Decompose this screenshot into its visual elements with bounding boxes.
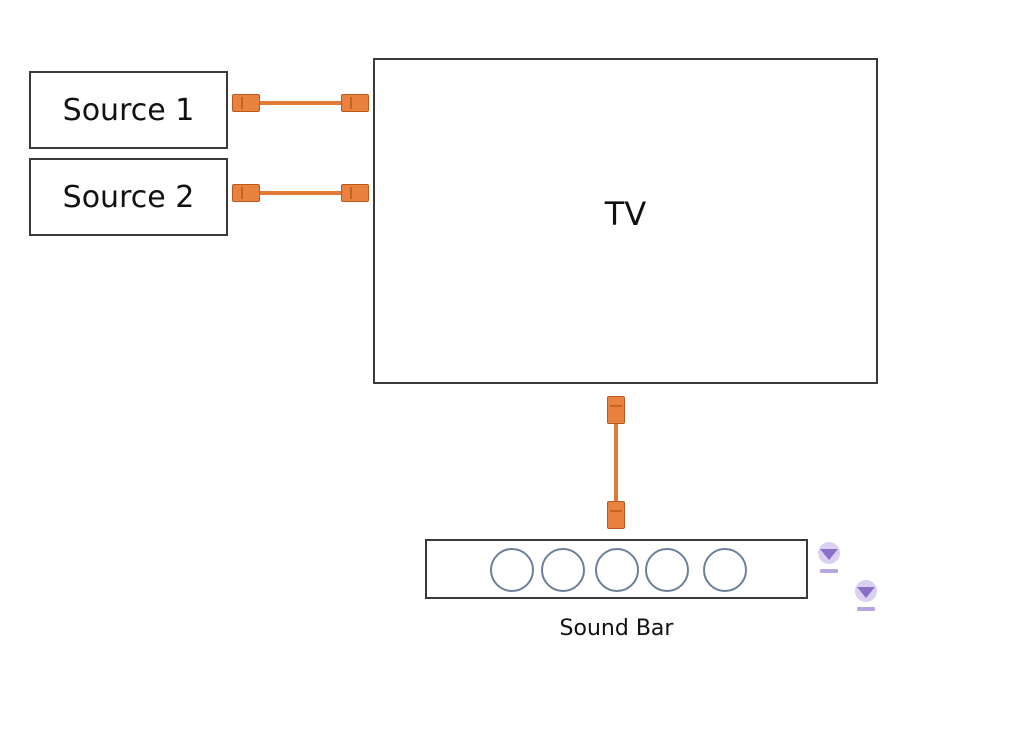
speaker-icon — [645, 548, 689, 592]
hdmi-plug-icon — [607, 396, 625, 424]
hdmi-plug-icon — [341, 94, 369, 112]
tv-box: TV — [373, 58, 878, 384]
hdmi-plug-icon — [232, 94, 260, 112]
cable-line — [258, 101, 344, 105]
watermark-logo-icon — [855, 580, 877, 611]
soundbar-label: Sound Bar — [559, 616, 674, 641]
source-1-box: Source 1 — [29, 71, 228, 149]
hdmi-plug-icon — [607, 501, 625, 529]
source-1-label: Source 1 — [62, 92, 195, 128]
speaker-icon — [703, 548, 747, 592]
soundbar-box — [425, 539, 808, 599]
watermark-logo-icon — [818, 542, 840, 573]
speaker-icon — [490, 548, 534, 592]
source-2-box: Source 2 — [29, 158, 228, 236]
hdmi-plug-icon — [341, 184, 369, 202]
speaker-icon — [595, 548, 639, 592]
speaker-icon — [541, 548, 585, 592]
hdmi-plug-icon — [232, 184, 260, 202]
cable-line — [258, 191, 344, 195]
cable-line — [614, 422, 618, 504]
tv-label: TV — [604, 195, 647, 233]
source-2-label: Source 2 — [62, 179, 195, 215]
